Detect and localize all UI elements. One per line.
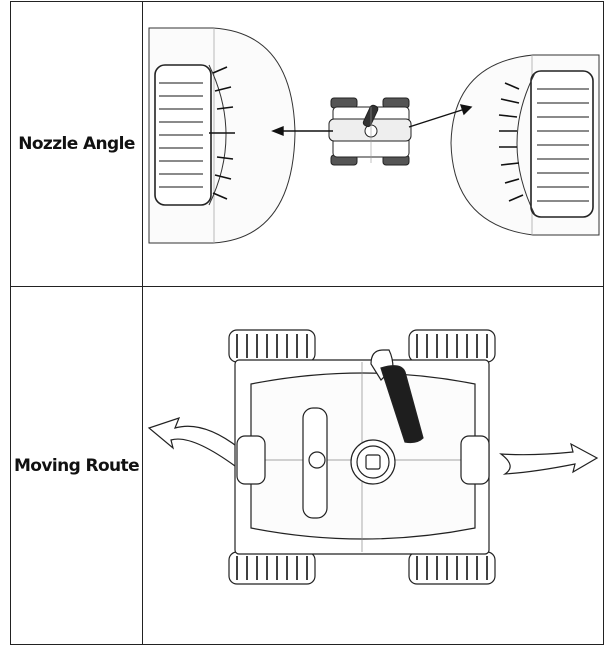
robot-body <box>234 358 490 555</box>
instruction-table: Nozzle Angle <box>10 1 604 645</box>
pointer-arrows <box>271 103 473 136</box>
right-nozzle-closeup <box>450 54 600 235</box>
row-label: Nozzle Angle <box>18 134 135 154</box>
figure-cell <box>142 1 604 287</box>
row-label-cell: Moving Route <box>10 286 143 645</box>
right-route-arrow-icon <box>499 442 599 475</box>
nozzle-angle-diagram <box>148 27 600 243</box>
row-label-cell: Nozzle Angle <box>10 1 143 287</box>
moving-route-diagram <box>147 328 599 585</box>
robot-flap <box>370 348 424 443</box>
left-route-arrow-icon <box>147 416 240 467</box>
figure-cell <box>142 286 604 645</box>
left-nozzle-closeup <box>148 27 296 243</box>
table-row: Nozzle Angle <box>10 1 604 287</box>
row-label: Moving Route <box>13 455 140 476</box>
small-robot-top-view <box>328 97 412 165</box>
table-row: Moving Route <box>10 286 604 645</box>
